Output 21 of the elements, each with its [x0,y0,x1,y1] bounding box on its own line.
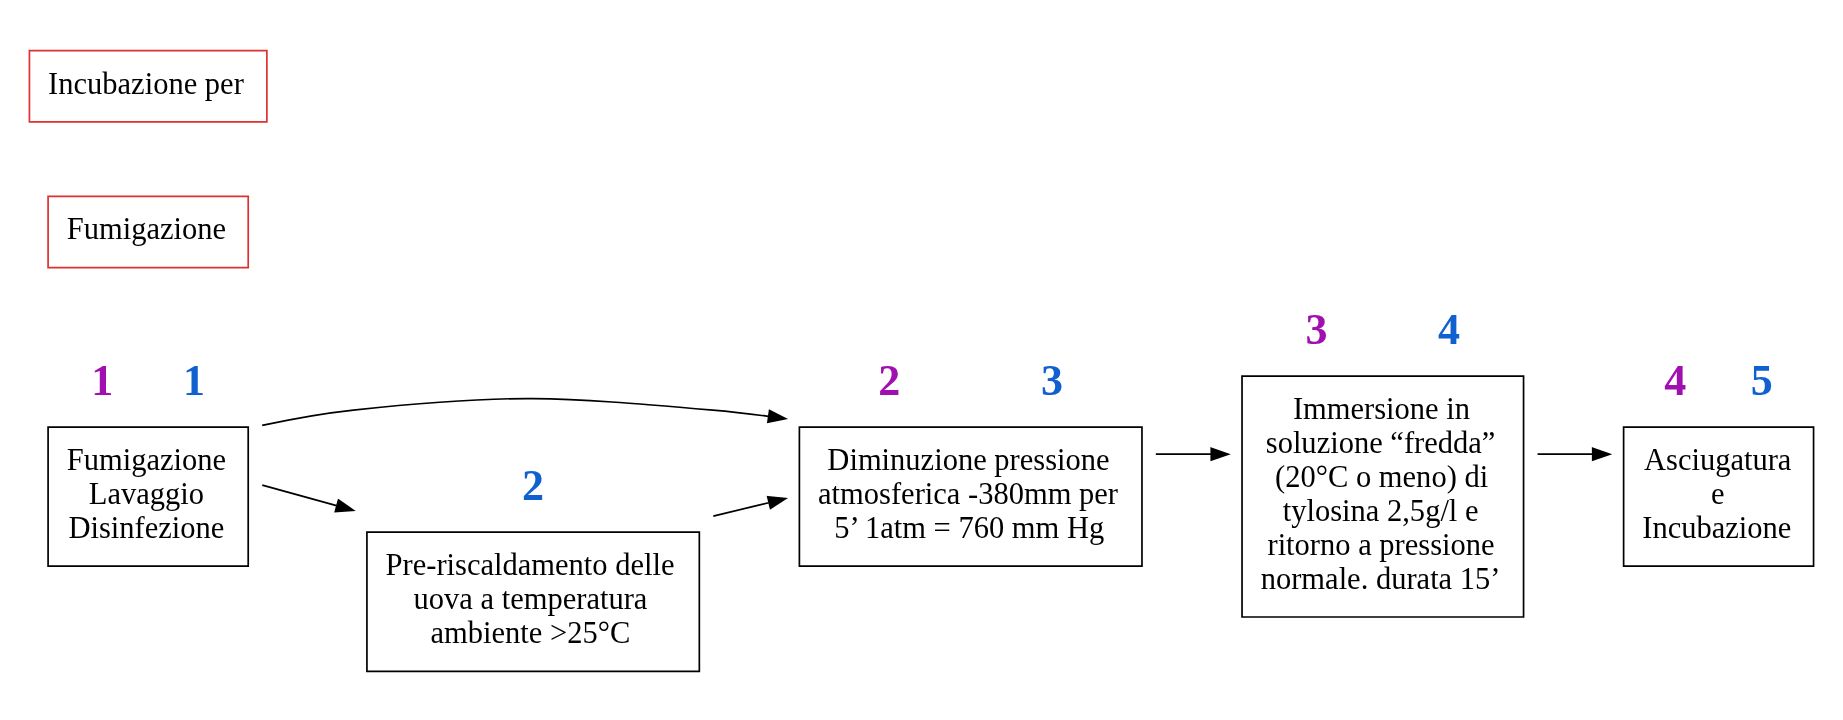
node-label: 2 [878,355,901,404]
node-box: Fumigazione Lavaggio Disinfezione [47,425,250,567]
node-box: Immersione in soluzione “fredda” (20°C o meno) di tylosina 2,5g/l e ritorno a pressione normale. durata 15’ [1241,374,1525,618]
node-label: 3 [1305,304,1328,354]
node-label: 1 [182,355,205,404]
node-label: 4 [1437,304,1460,354]
arrow [261,397,789,426]
node-box: Asciugatura e Incubazione [1622,425,1815,567]
node-label: 4 [1664,355,1687,404]
node-label: 1 [91,355,114,404]
arrow [712,495,789,517]
node-box: Diminuzione pressione atmosferica -380mm per 5’ 1atm = 760 mm Hg [798,425,1143,567]
arrow [1154,446,1231,461]
node-label: 5 [1750,355,1773,404]
node-box: Incubazione per [28,49,268,123]
arrow [1536,446,1613,461]
node-label: 2 [522,460,545,510]
node-box: Pre-riscaldamento delle uova a temperatura ambiente >25°C [366,530,701,672]
arrow [261,483,356,512]
node-box: Fumigazione [47,195,250,268]
node-label: 3 [1041,355,1064,404]
